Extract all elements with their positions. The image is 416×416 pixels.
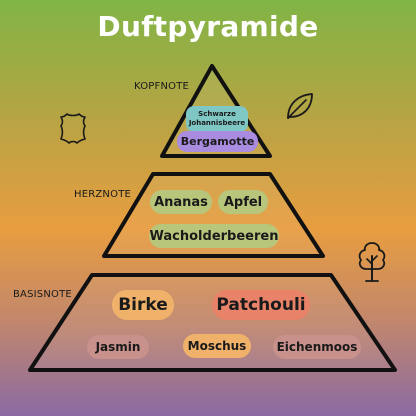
note-wacholderbeeren: Wacholderbeeren bbox=[149, 224, 279, 248]
note-schwarze-johannisbeere: Schwarze Johannisbeere bbox=[186, 106, 248, 132]
note-ananas: Ananas bbox=[150, 190, 212, 214]
note-schwarze-line1: Schwarze bbox=[198, 110, 236, 118]
note-patchouli: Patchouli bbox=[212, 290, 310, 320]
leaf-icon bbox=[287, 93, 313, 119]
leather-icon bbox=[60, 113, 86, 144]
note-jasmin: Jasmin bbox=[87, 335, 149, 359]
tier-label-base: BASISNOTE bbox=[13, 289, 72, 300]
note-bergamotte: Bergamotte bbox=[177, 131, 258, 152]
note-eichenmoos: Eichenmoos bbox=[273, 335, 361, 359]
note-apfel: Apfel bbox=[218, 190, 268, 214]
note-schwarze-line2: Johannisbeere bbox=[188, 119, 246, 127]
note-moschus: Moschus bbox=[183, 334, 251, 358]
tier-label-top: KOPFNOTE bbox=[134, 81, 190, 92]
tree-icon bbox=[358, 242, 386, 282]
note-birke: Birke bbox=[112, 290, 174, 320]
tier-label-middle: HERZNOTE bbox=[74, 189, 132, 200]
page-title: Duftpyramide bbox=[97, 10, 319, 43]
